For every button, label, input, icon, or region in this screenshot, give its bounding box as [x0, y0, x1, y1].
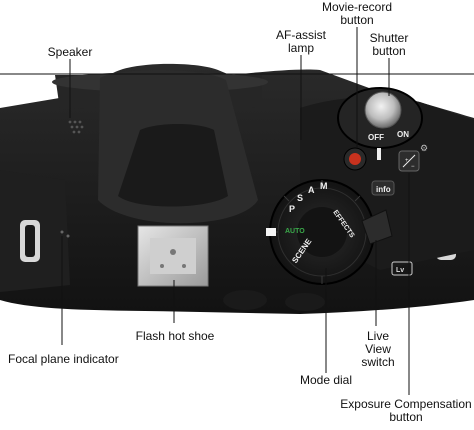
- label-flash-hot-shoe: Flash hot shoe: [130, 330, 220, 343]
- label-af-assist-line1: AF-assist: [275, 28, 326, 42]
- label-live-view-line3: switch: [361, 355, 395, 369]
- label-movie-record-line2: button: [340, 13, 374, 27]
- label-af-assist: AF-assist lamp: [270, 29, 332, 55]
- exposure-compensation-button[interactable]: [398, 150, 420, 172]
- marking-auto: AUTO: [285, 228, 305, 235]
- label-exposure-comp: Exposure Compensation button: [340, 398, 472, 424]
- label-live-view: Live View switch: [360, 330, 396, 369]
- marking-mode-m: M: [320, 181, 328, 191]
- marking-mode-s: S: [297, 193, 303, 203]
- shutter-assembly: [337, 87, 423, 149]
- movie-record-button[interactable]: [343, 147, 367, 171]
- marking-off: OFF: [368, 133, 384, 142]
- label-exposure-comp-line2: button: [389, 410, 423, 424]
- label-shutter: Shutter button: [362, 32, 416, 58]
- info-button[interactable]: [371, 180, 395, 196]
- marking-info: info: [376, 185, 391, 194]
- label-movie-record-line1: Movie-record: [321, 0, 393, 14]
- label-live-view-line1: Live: [366, 329, 389, 343]
- label-speaker-text: Speaker: [47, 45, 93, 59]
- label-focal-plane-text: Focal plane indicator: [8, 352, 119, 366]
- mode-dial: [266, 179, 375, 285]
- svg-text:+: +: [405, 158, 409, 164]
- label-focal-plane: Focal plane indicator: [8, 353, 148, 366]
- marking-on: ON: [397, 130, 409, 139]
- live-view-switch[interactable]: [361, 209, 413, 276]
- exposure-compensation-icon: + −: [405, 158, 415, 170]
- marking-mode-p: P: [289, 204, 295, 214]
- svg-text:−: −: [411, 164, 415, 170]
- marking-mode-a: A: [308, 185, 315, 195]
- label-speaker: Speaker: [40, 46, 100, 59]
- label-shutter-line1: Shutter: [369, 31, 409, 45]
- flash-hot-shoe: [137, 225, 209, 287]
- callout-lines: [0, 27, 474, 395]
- label-exposure-comp-line1: Exposure Compensation: [340, 397, 472, 411]
- label-live-view-line2: View: [365, 342, 391, 356]
- label-flash-hot-shoe-text: Flash hot shoe: [135, 329, 215, 343]
- label-movie-record: Movie-record button: [312, 1, 402, 27]
- led-strip: [377, 148, 381, 160]
- label-shutter-line2: button: [372, 44, 406, 58]
- marking-lv: Lv: [396, 267, 404, 274]
- gear-icon: ⚙: [420, 143, 428, 153]
- label-mode-dial: Mode dial: [293, 374, 359, 387]
- label-mode-dial-text: Mode dial: [299, 373, 353, 387]
- label-af-assist-line2: lamp: [287, 41, 314, 55]
